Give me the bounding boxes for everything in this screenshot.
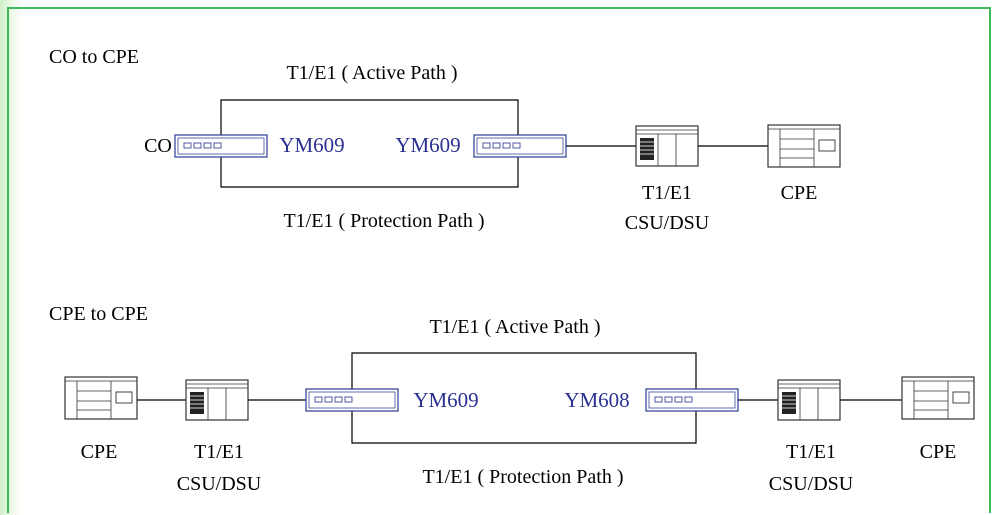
ym608-label: YM608 [564,388,629,412]
co-label: CO [144,135,172,157]
ym609-device [305,388,399,412]
ym608-device [645,388,739,412]
csu-dsu-left-device [185,379,249,421]
active-path-line [351,352,697,389]
ym609-right-device [473,134,567,158]
ym609-label: YM609 [413,388,478,412]
protection-path-line [351,410,697,444]
csu-dsu-right-device [777,379,841,421]
protection-path-label: T1/E1 ( Protection Path ) [283,210,484,232]
section-title: CPE to CPE [49,303,148,325]
csu-dsu-left-label-line2: CSU/DSU [177,473,262,495]
cpe-right-device [901,376,975,420]
diagram-frame [7,7,991,513]
protection-path-line [220,156,519,188]
csu-dsu-label-line1: T1/E1 [642,182,692,204]
active-path-label: T1/E1 ( Active Path ) [429,316,600,338]
csu-dsu-label-line2: CSU/DSU [625,212,710,234]
cpe-left-device [64,376,138,420]
cpe-right-label: CPE [920,441,957,463]
protection-path-label: T1/E1 ( Protection Path ) [422,466,623,488]
cpe-device [767,124,841,168]
ym609-left-label: YM609 [279,133,344,157]
csu-dsu-left-label-line1: T1/E1 [194,441,244,463]
ym609-left-device [174,134,268,158]
csu-dsu-device [635,125,699,167]
active-path-line [220,99,519,135]
ym609-right-label: YM609 [395,133,460,157]
cpe-left-label: CPE [81,441,118,463]
cpe-label: CPE [781,182,818,204]
csu-dsu-right-label-line2: CSU/DSU [769,473,854,495]
csu-dsu-right-label-line1: T1/E1 [786,441,836,463]
section-title: CO to CPE [49,46,139,68]
active-path-label: T1/E1 ( Active Path ) [286,62,457,84]
